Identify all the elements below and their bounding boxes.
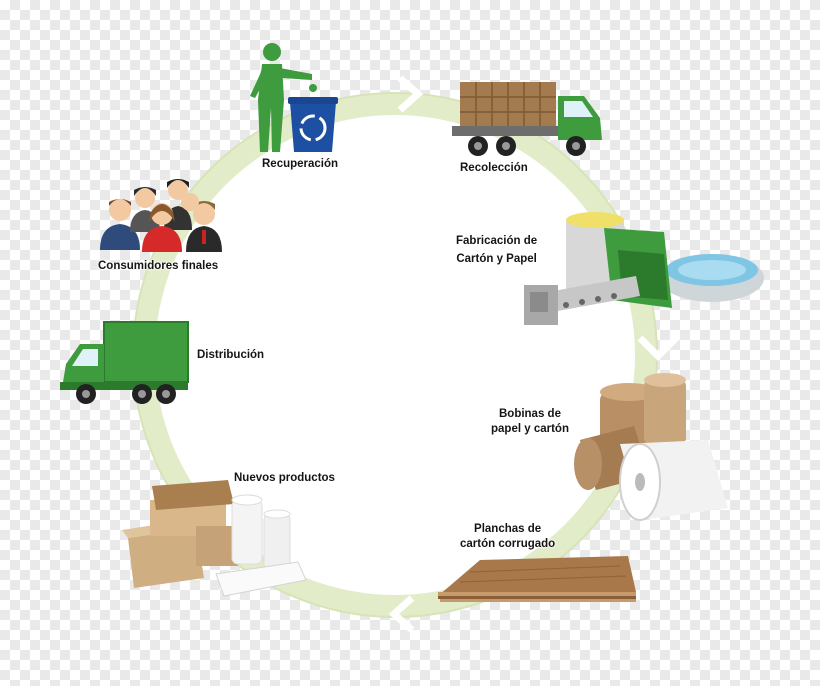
label-fabricacion: Fabricación de Cartón y Papel [456, 234, 537, 267]
label-recuperacion-text: Recuperación [262, 158, 339, 170]
label-bobinas: Bobinas de papel y cartón [491, 407, 569, 437]
delivery-truck-icon [60, 321, 189, 404]
label-consumidores: Consumidores finales [98, 259, 218, 274]
label-planchas-line-1: Planchas de [474, 523, 542, 535]
label-recuperacion: Recuperación [262, 157, 338, 172]
corrugated-sheets-icon [438, 556, 636, 602]
label-consumidores-text: Consumidores finales [98, 260, 219, 272]
cargo-truck-icon [452, 82, 602, 156]
label-fabricacion-line-1: Fabricación de [456, 235, 538, 247]
paper-rolls-icon [574, 373, 728, 521]
label-fabricacion-line-2: Cartón y Papel [456, 253, 537, 265]
cycle-center [155, 115, 635, 595]
label-planchas: Planchas de cartón corrugado [460, 522, 555, 552]
paper-factory-icon [524, 212, 764, 325]
label-recoleccion-text: Recolección [460, 162, 528, 174]
label-bobinas-line-1: Bobinas de [498, 408, 561, 420]
recycling-person-icon [250, 43, 338, 152]
ring-arrow-top [397, 75, 424, 113]
label-recoleccion: Recolección [460, 161, 528, 176]
people-group-icon [100, 179, 222, 252]
ring-arrow-bottom [388, 595, 415, 633]
label-nuevos: Nuevos productos [234, 471, 335, 486]
label-planchas-line-2: cartón corrugado [460, 538, 556, 550]
label-nuevos-text: Nuevos productos [234, 472, 335, 484]
label-bobinas-line-2: papel y cartón [491, 423, 569, 435]
label-distribucion: Distribución [197, 348, 264, 363]
boxes-and-rolls-icon [122, 480, 307, 597]
label-distribucion-text: Distribución [197, 349, 265, 361]
ring-arrow-right [637, 335, 679, 361]
